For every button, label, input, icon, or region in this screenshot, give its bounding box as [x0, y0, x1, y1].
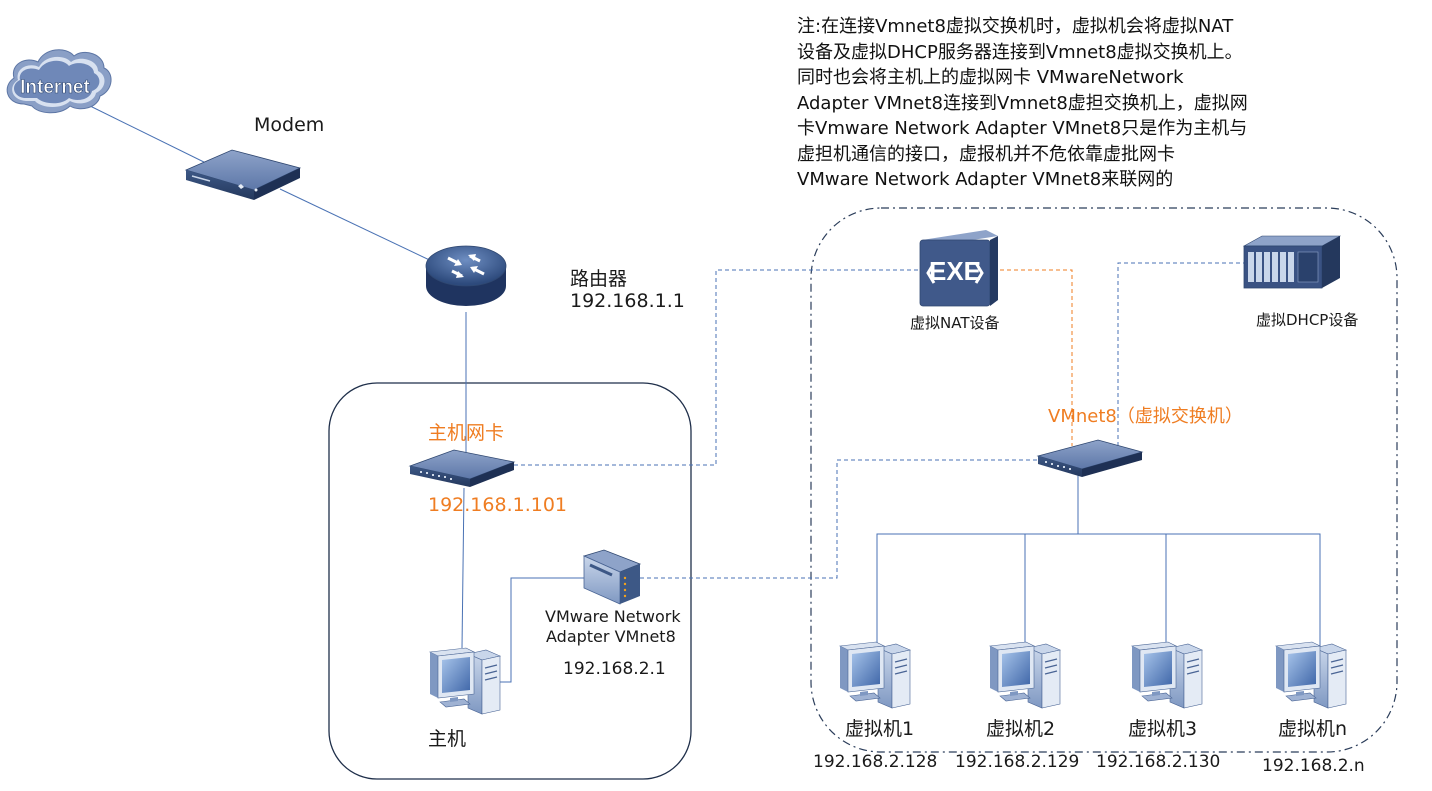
dashed-links [514, 262, 1244, 579]
note-line-7: VMware Network Adapter VMnet8来联网的 [797, 169, 1174, 190]
vmn-label: 虚拟机n [1278, 718, 1348, 740]
virtual-network-boundary [810, 207, 1398, 753]
router-icon [425, 245, 507, 306]
vm3-ip: 192.168.2.130 [1096, 752, 1221, 772]
vm3-pc-icon [1131, 641, 1203, 709]
internet-label: Internet [20, 77, 90, 98]
note-line-3: 同时也会将主机上的虚拟网卡 VMwareNetwork [797, 67, 1184, 88]
vmnet8-adapter-ip: 192.168.2.1 [563, 659, 666, 679]
vm1-ip: 192.168.2.128 [813, 752, 938, 772]
annotation-note: 注:在连接Vmnet8虚拟交换机时，虚拟机会将虚拟NAT 设备及虚拟DHCP服务… [797, 14, 1317, 193]
dhcp-label: 虚拟DHCP设备 [1256, 311, 1359, 329]
solid-links [81, 101, 1321, 683]
vmnet8-switch-icon [1036, 439, 1144, 477]
link-internet-modem [81, 101, 213, 167]
nat-device-icon: EXE [919, 230, 998, 307]
router-ip: 192.168.1.1 [570, 290, 685, 312]
link-nic-nat [514, 269, 920, 466]
note-line-1: 注:在连接Vmnet8虚拟交换机时，虚拟机会将虚拟NAT [797, 16, 1234, 37]
internet-cloud-icon: Internet [6, 49, 112, 114]
vm2-pc-icon [989, 641, 1061, 709]
host-nic-icon [408, 449, 516, 487]
note-line-4: Adapter VMnet8连接到Vmnet8虚担交换机上，虚拟网 [797, 92, 1248, 114]
vmnet8-adapter-icon [582, 549, 642, 605]
vswitch-label: VMnet8（虚拟交换机） [1048, 406, 1243, 427]
host-group-boundary [328, 382, 692, 780]
host-pc-icon [429, 647, 501, 715]
router-label: 路由器 [570, 268, 628, 290]
vmn-pc-icon [1275, 641, 1347, 709]
note-line-2: 设备及虚拟DHCP服务器连接到Vmnet8虚拟交换机上。 [797, 41, 1243, 63]
note-line-5: 卡Vmware Network Adapter VMnet8只是作为主机与 [797, 118, 1248, 139]
host-nic-label: 主机网卡 [428, 422, 505, 444]
vmn-ip: 192.168.2.n [1262, 756, 1365, 776]
host-nic-ip: 192.168.1.101 [428, 494, 568, 516]
vm3-label: 虚拟机3 [1128, 718, 1198, 740]
note-line-6: 虚担机通信的接口，虚报机并不危依靠虚批网卡 [797, 143, 1175, 165]
svg-text:EXE: EXE [929, 256, 981, 286]
link-modem-router [279, 188, 441, 266]
link-dhcp-switch [1117, 262, 1244, 446]
vm1-pc-icon [839, 641, 911, 709]
dhcp-server-icon [1242, 235, 1342, 289]
nat-label: 虚拟NAT设备 [910, 314, 1000, 332]
vm2-label: 虚拟机2 [986, 718, 1056, 740]
host-label: 主机 [428, 728, 467, 750]
modem-icon [184, 149, 302, 200]
link-nat-switch [1000, 269, 1073, 446]
link-vm-bus [876, 533, 1321, 648]
link-adapter-switch [640, 459, 1040, 579]
modem-label: Modem [254, 114, 325, 136]
link-nic-host [461, 487, 465, 649]
link-host-adapter [498, 577, 588, 683]
vm2-ip: 192.168.2.129 [955, 752, 1080, 772]
vmnet8-adapter-label-line1: VMware Network [545, 607, 681, 626]
vm1-label: 虚拟机1 [845, 718, 915, 740]
vmnet8-adapter-label-line2: Adapter VMnet8 [546, 627, 676, 646]
